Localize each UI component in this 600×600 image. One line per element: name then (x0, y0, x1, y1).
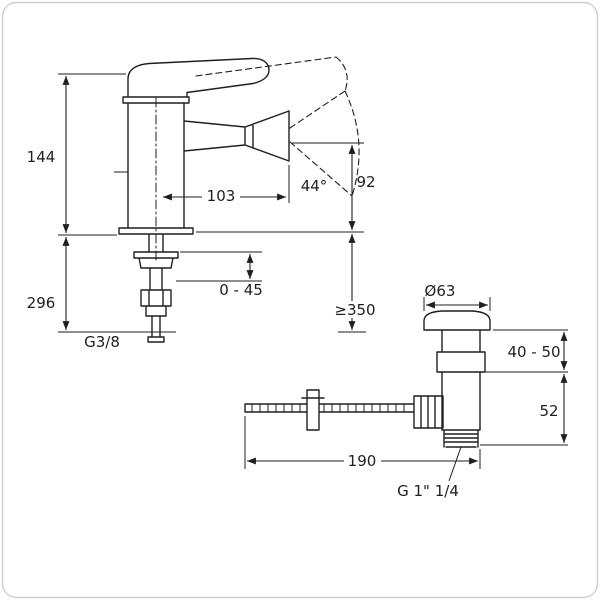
label-body-height: 52 (539, 402, 558, 420)
waste-figure (244, 310, 491, 448)
label-spout-height: 92 (356, 173, 375, 191)
dimension-lines (62, 76, 568, 465)
rod-clevis (301, 389, 325, 431)
label-hose-length: 296 (27, 294, 56, 312)
label-plug-travel: 40 - 50 (507, 343, 560, 361)
label-deck-range: 0 - 45 (219, 281, 263, 299)
label-rod-length: 190 (348, 452, 377, 470)
popup-rod (244, 403, 415, 413)
faucet-outline (118, 57, 290, 343)
label-supply-thread: G3/8 (84, 333, 120, 351)
label-bg-103 (202, 188, 240, 205)
label-waste-thread: G 1" 1/4 (397, 482, 459, 500)
spray-range-dashed-lines (195, 56, 360, 197)
rod-coupling-nut (413, 395, 444, 429)
label-total-height: 144 (27, 148, 56, 166)
label-spout-reach: 103 (207, 187, 236, 205)
label-flange-diameter: Ø63 (425, 282, 456, 300)
label-backgrounds (202, 188, 381, 469)
dimension-labels: 144 296 103 44° 92 ≥350 0 - 45 G3/8 Ø63 … (27, 148, 561, 500)
label-min-clearance: ≥350 (334, 301, 375, 319)
label-spray-angle: 44° (301, 177, 328, 195)
faucet-figure (118, 56, 360, 343)
label-bg-190 (344, 452, 381, 469)
label-bg-350 (333, 301, 377, 318)
extension-line-set (58, 73, 568, 482)
extension-lines (58, 73, 568, 482)
